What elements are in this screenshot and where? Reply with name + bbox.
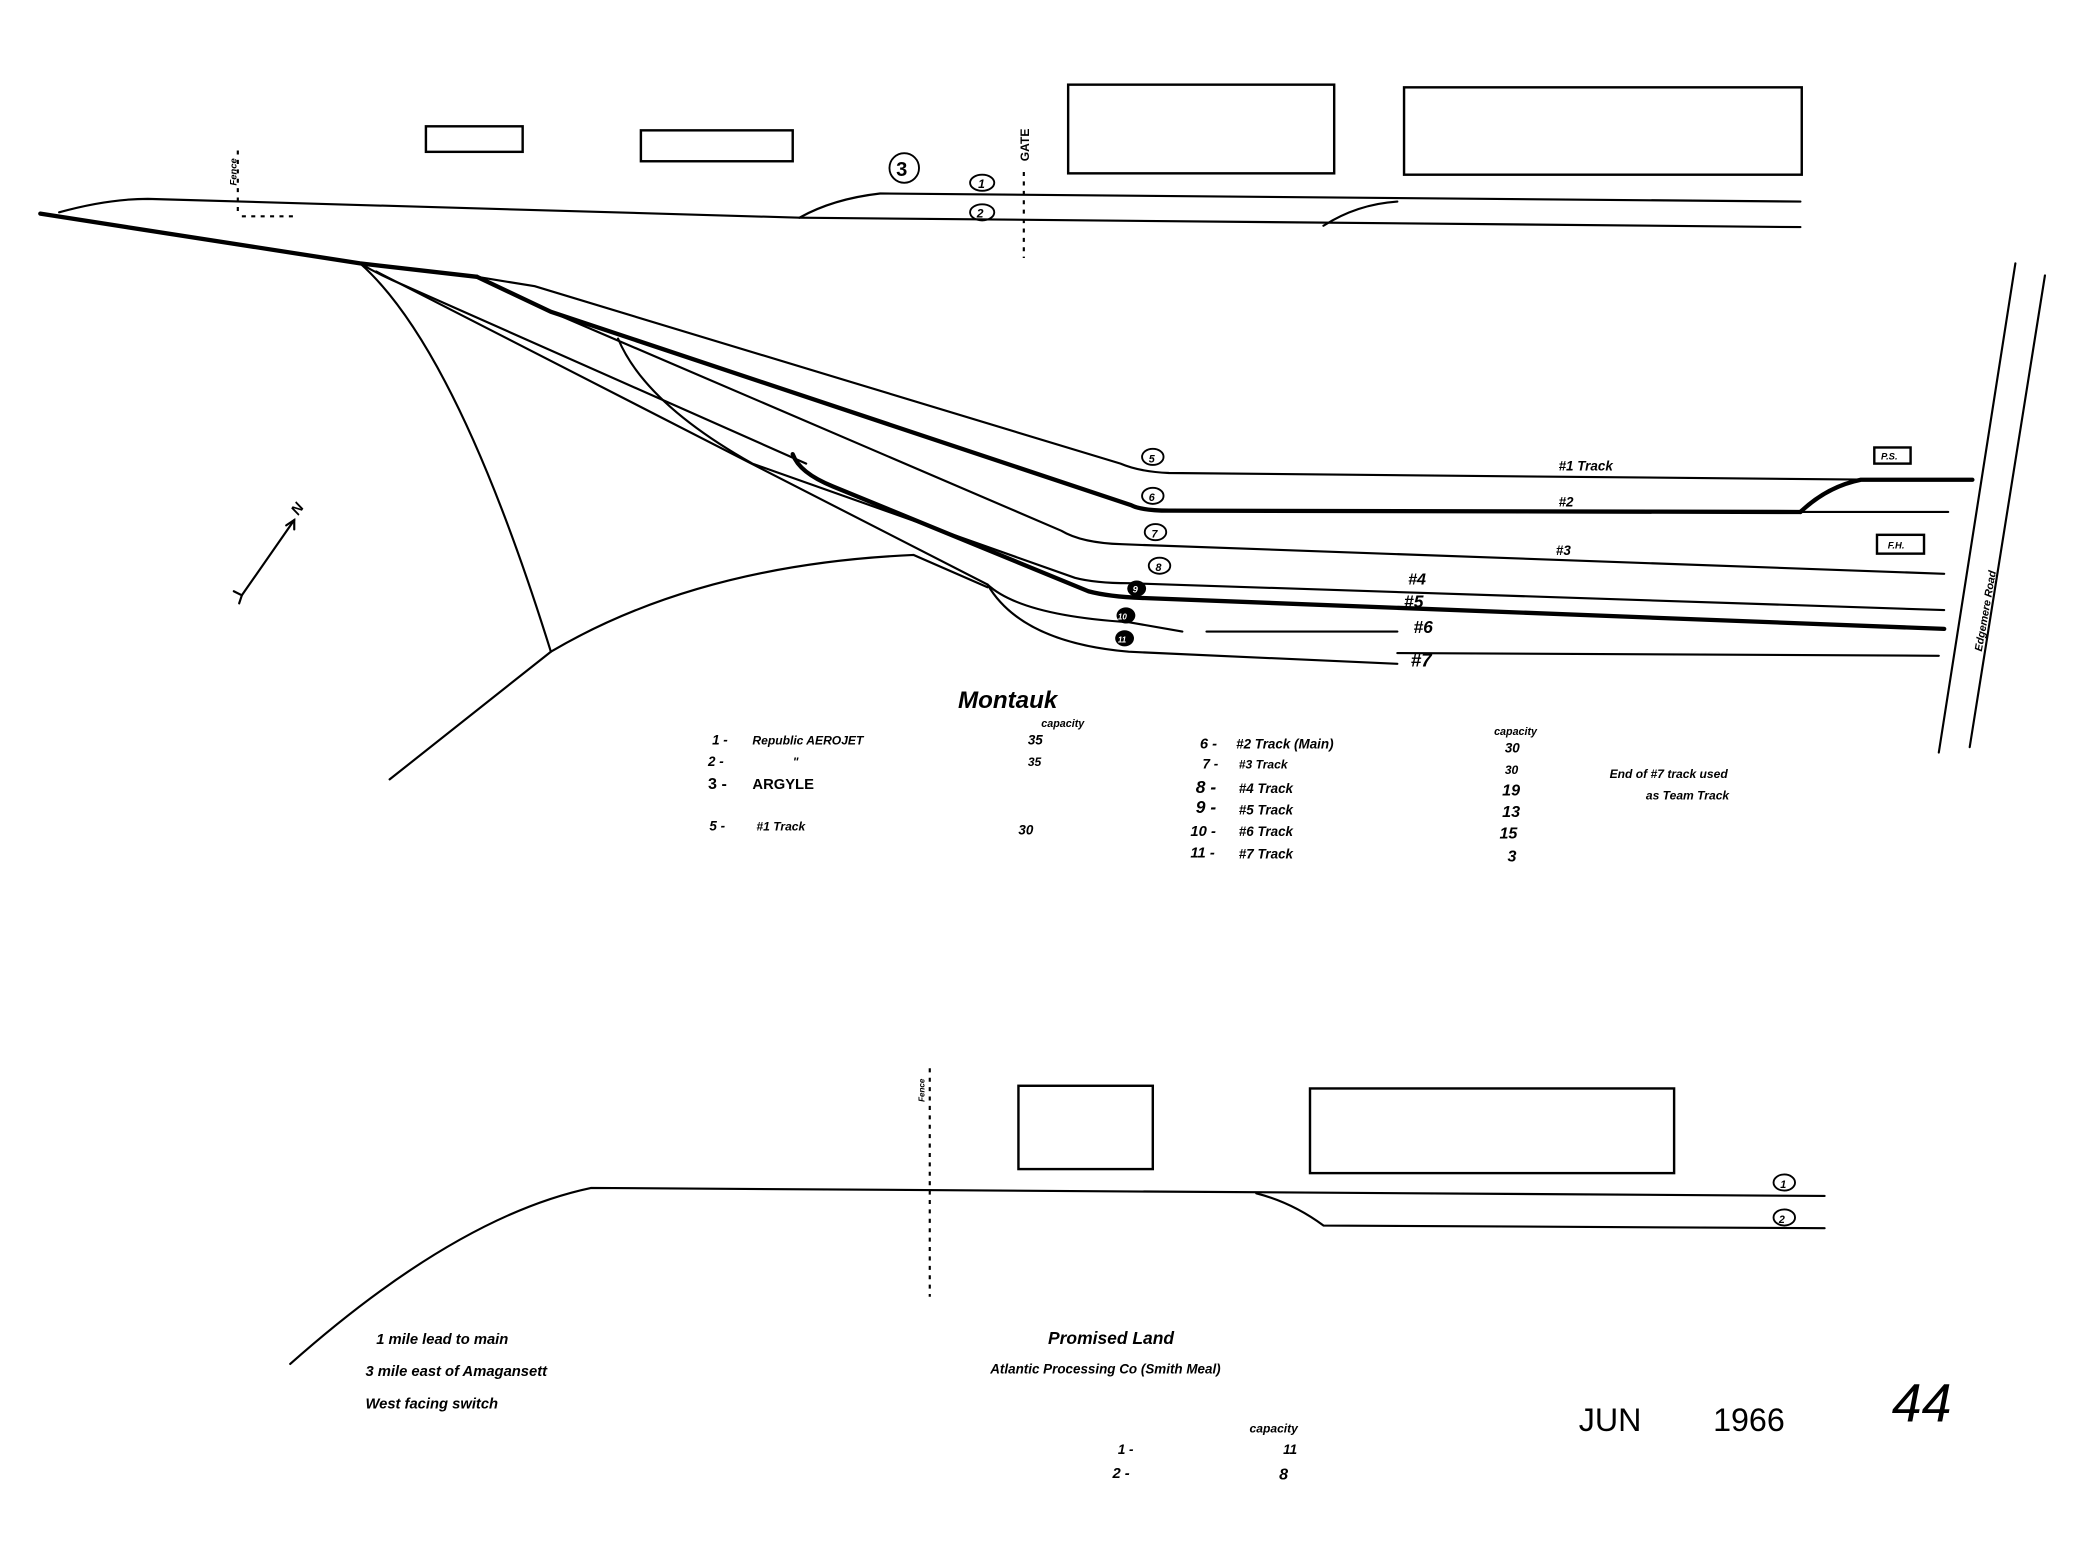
team-track-note: End of #7 track used <box>1610 767 1729 781</box>
svg-text:1 -: 1 - <box>712 732 728 747</box>
promised-land-title: Promised Land <box>1048 1328 1174 1348</box>
svg-text:2 -: 2 - <box>1111 1466 1129 1482</box>
date-month: JUN <box>1579 1402 1642 1438</box>
capacity-header: capacity <box>1041 718 1085 730</box>
track-label: #5 <box>1404 591 1424 611</box>
road: Edgemere Road <box>1937 262 2047 754</box>
capacity-header: capacity <box>1494 726 1538 738</box>
track-marker: 8 <box>1155 562 1161 574</box>
svg-text:19: 19 <box>1502 782 1520 800</box>
svg-text:2 -: 2 - <box>707 754 724 769</box>
track-marker: 10 <box>1118 612 1127 621</box>
north-arrow: N <box>232 500 308 605</box>
yard-tracks <box>38 211 1975 781</box>
svg-text:1 -: 1 - <box>1118 1442 1134 1457</box>
svg-text:30: 30 <box>1018 822 1033 837</box>
svg-text:13: 13 <box>1502 803 1520 821</box>
track-label: #1 Track <box>1559 458 1615 473</box>
road-label: Edgemere Road <box>1973 569 1999 652</box>
svg-text:#5 Track: #5 Track <box>1239 802 1295 817</box>
svg-text:#7 Track: #7 Track <box>1239 847 1295 862</box>
montauk-title: Montauk <box>958 687 1059 714</box>
legend-left: 1 - Republic AEROJET 35 2 - " 35 3 - ARG… <box>707 732 1043 837</box>
team-track-note: as Team Track <box>1646 789 1731 803</box>
building <box>1017 1084 1155 1171</box>
track-marker: 11 <box>1118 635 1127 644</box>
svg-text:Republic AEROJET: Republic AEROJET <box>752 733 865 747</box>
svg-text:30: 30 <box>1505 741 1520 756</box>
building <box>1066 83 1336 175</box>
svg-text:6 -: 6 - <box>1200 736 1217 752</box>
svg-text:11: 11 <box>1283 1442 1297 1457</box>
svg-text:#2 Track (Main): #2 Track (Main) <box>1236 736 1334 751</box>
promised-land-track-1 <box>289 1186 1826 1366</box>
svg-text:8: 8 <box>1279 1465 1288 1483</box>
svg-text:3: 3 <box>1508 847 1517 865</box>
track-label: #4 <box>1408 571 1426 589</box>
siding-marker: 2 <box>976 207 984 221</box>
building <box>424 125 524 154</box>
svg-text:11 -: 11 - <box>1190 845 1214 861</box>
north-label: N <box>288 500 307 518</box>
track-label: #7 <box>1411 650 1433 671</box>
svg-text:10 -: 10 - <box>1190 824 1216 840</box>
svg-text:30: 30 <box>1505 763 1519 777</box>
lead-note: 3 mile east of Amagansett <box>365 1364 548 1380</box>
capacity-header: capacity <box>1250 1421 1300 1435</box>
ps-box-label: P.S. <box>1881 451 1898 462</box>
gate-label: GATE <box>1018 129 1032 162</box>
track-marker: 1 <box>1780 1179 1786 1191</box>
track-marker: 6 <box>1149 492 1156 504</box>
track-marker: 5 <box>1149 453 1156 465</box>
building <box>1402 86 1803 176</box>
top-buildings <box>424 83 1803 176</box>
svg-text:#6 Track: #6 Track <box>1239 824 1295 839</box>
siding-marker: 3 <box>896 159 907 181</box>
svg-text:ARGYLE: ARGYLE <box>752 777 814 793</box>
svg-text:#4 Track: #4 Track <box>1239 781 1295 796</box>
svg-text:8 -: 8 - <box>1196 777 1217 797</box>
page-number: 44 <box>1892 1374 1952 1434</box>
promised-land-subtitle: Atlantic Processing Co (Smith Meal) <box>989 1361 1221 1376</box>
fence-label: Fence <box>917 1078 926 1102</box>
svg-text:35: 35 <box>1028 732 1043 747</box>
track-label: #6 <box>1413 617 1433 637</box>
track-marker: 7 <box>1151 529 1158 541</box>
siding-marker: 1 <box>978 177 985 191</box>
svg-text:15: 15 <box>1499 825 1518 843</box>
track-label: #3 <box>1556 543 1571 558</box>
date-year: 1966 <box>1713 1402 1785 1438</box>
legend-right: 6 - #2 Track (Main) 30 7 - #3 Track 30 8… <box>1190 736 1520 865</box>
fence-label: Fence <box>227 158 238 185</box>
svg-text:5 -: 5 - <box>709 818 725 833</box>
svg-text:": " <box>793 755 799 769</box>
building <box>1308 1087 1676 1175</box>
lead-note: 1 mile lead to main <box>376 1332 508 1348</box>
svg-text:#1 Track: #1 Track <box>756 819 806 833</box>
promised-land-track-2 <box>1255 1192 1826 1230</box>
lead-note: West facing switch <box>365 1396 498 1412</box>
svg-text:3 -: 3 - <box>708 775 727 793</box>
svg-text:9 -: 9 - <box>1196 797 1217 817</box>
fh-box-label: F.H. <box>1888 539 1905 550</box>
track-label: #2 <box>1559 495 1574 510</box>
svg-text:7 -: 7 - <box>1203 757 1219 772</box>
track-marker: 2 <box>1778 1214 1785 1226</box>
building <box>639 129 794 163</box>
svg-text:35: 35 <box>1028 755 1042 769</box>
track-markers: 5 6 7 8 9 10 11 <box>1115 447 1172 647</box>
top-sidings <box>58 192 1802 229</box>
track-marker: 9 <box>1133 584 1139 595</box>
svg-text:#3 Track: #3 Track <box>1239 758 1289 772</box>
